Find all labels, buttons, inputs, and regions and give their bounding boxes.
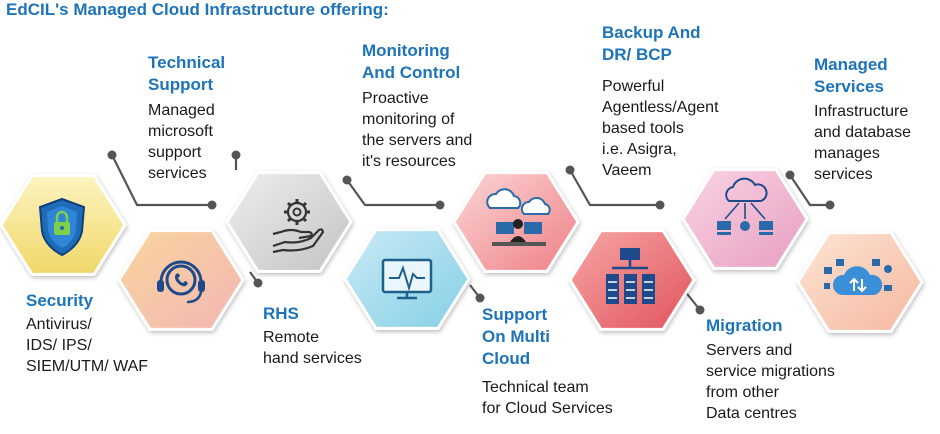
service-heading-line: Services — [814, 77, 884, 96]
service-heading-line: Backup And — [602, 23, 701, 42]
service-description-line: the servers and — [362, 132, 473, 149]
service-heading-line: Cloud — [482, 349, 531, 368]
service-description-line: IDS/ IPS/ — [26, 337, 92, 354]
hexagon-3 — [225, 171, 353, 273]
service-description-line: Vaeem — [602, 162, 652, 179]
monitor-pulse-icon — [381, 258, 433, 300]
service-description-line: and database — [814, 124, 911, 141]
service-heading-3: RHS — [263, 303, 299, 325]
page-title: EdCIL's Managed Cloud Infrastructure off… — [6, 0, 389, 19]
service-heading-7: Migration — [706, 315, 783, 337]
service-description-line: Technical team — [482, 379, 589, 396]
service-heading-line: Technical — [148, 53, 226, 72]
service-heading-line: DR/ BCP — [602, 45, 672, 64]
service-description-line: Proactive — [362, 90, 429, 107]
service-description-1: Antivirus/IDS/ IPS/SIEM/UTM/ WAF — [26, 314, 148, 377]
service-description-2: Managed microsoft support services — [148, 100, 215, 184]
service-heading-line: Support — [482, 305, 548, 324]
service-description-8: Infrastructure and database manages service… — [814, 101, 911, 185]
service-description-line: Managed — [148, 102, 215, 119]
service-description-line: Powerful — [602, 78, 665, 95]
service-description-line: from other — [706, 384, 779, 401]
service-heading-line: RHS — [263, 304, 299, 323]
service-heading-line: Managed — [814, 55, 888, 74]
service-description-line: services — [148, 165, 207, 182]
service-heading-line: Security — [26, 291, 94, 310]
service-description-line: manages — [814, 145, 880, 162]
service-description-line: services — [814, 166, 873, 183]
service-description-line: i.e. Asigra, — [602, 141, 677, 158]
service-heading-1: Security — [26, 290, 93, 312]
service-description-4: Proactive monitoring of the servers and it'… — [362, 88, 472, 172]
cloud-migration-icon — [717, 177, 773, 235]
service-heading-line: Support — [148, 75, 214, 94]
service-heading-line: On Multi — [482, 327, 550, 346]
hexagon-2 — [117, 229, 245, 331]
service-description-line: Infrastructure — [814, 103, 909, 120]
service-description-line: Antivirus/ — [26, 316, 92, 333]
gear-hand-icon — [272, 199, 325, 254]
service-heading-line: And Control — [362, 63, 461, 82]
service-description-line: for Cloud Services — [482, 400, 613, 417]
connector-dots — [107, 150, 835, 315]
headset-support-icon — [157, 260, 205, 304]
service-description-line: service migrations — [706, 363, 835, 380]
service-description-line: based tools — [602, 120, 684, 137]
service-description-line: Servers and — [706, 342, 793, 359]
service-heading-line: Monitoring — [362, 41, 450, 60]
server-network-icon — [606, 248, 655, 304]
service-description-line: Agentless/Agent — [602, 99, 719, 116]
service-description-line: Data centres — [706, 405, 797, 422]
service-description-3: Remote hand services — [263, 327, 362, 369]
service-description-line: monitoring of — [362, 111, 455, 128]
service-description-line: it's resources — [362, 153, 456, 170]
service-description-line: hand services — [263, 350, 362, 367]
cloud-services-icon — [824, 259, 892, 295]
service-description-line: support — [148, 144, 202, 161]
cloud-workstation-icon — [486, 188, 551, 246]
service-description-5: Technical team for Cloud Services — [482, 377, 613, 419]
service-description-line: Remote — [263, 329, 320, 346]
service-description-line: microsoft — [148, 123, 213, 140]
shield-lock-icon — [38, 197, 86, 257]
hexagon-tiles — [0, 168, 924, 333]
service-description-line: SIEM/UTM/ WAF — [26, 358, 149, 375]
service-heading-line: Migration — [706, 316, 783, 335]
